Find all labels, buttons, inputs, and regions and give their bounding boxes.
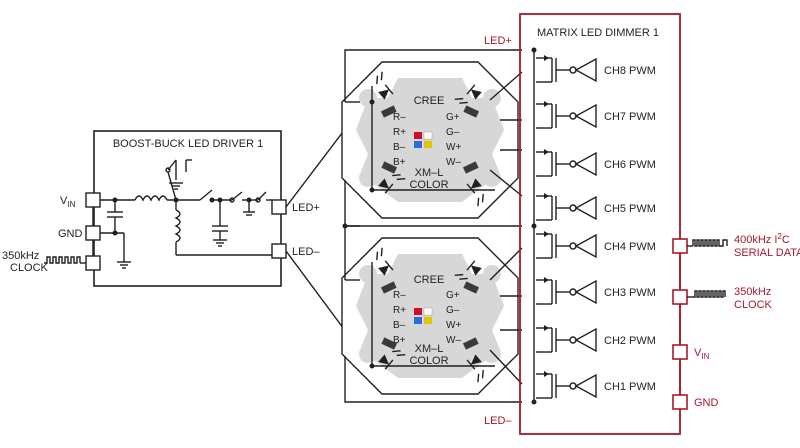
led1-brand: CREE [414,95,445,107]
dimmer-vin-label: VIN [694,347,710,361]
gnd-label: GND [58,228,83,240]
ch3-label: CH3 PWM [604,287,656,299]
led2-pin-b-plus: B+ [393,335,406,346]
serial-data-pin[interactable] [672,238,688,254]
dimmer-clock-waveform [687,290,726,298]
led1-model-top: XM–L [415,167,444,179]
led1-pin-b-plus: B+ [393,157,406,168]
dimmer-clock-pin[interactable] [672,289,688,305]
ch4-label: CH4 PWM [604,241,656,253]
driver-led-plus-label: LED+ [292,202,320,214]
led2-model-bottom: COLOR [409,355,448,367]
led2-pin-w-minus: W– [446,335,461,346]
channel-ch2 [535,324,597,353]
dimmer-gnd-pin[interactable] [672,394,688,410]
led1-model-bottom: COLOR [409,179,448,191]
dimmer-led-plus-label: LED+ [484,35,512,47]
led1-pin-g-minus: G– [446,127,460,138]
driver-internal-circuit [100,159,272,269]
led2-pin-w-plus: W+ [446,320,461,331]
dimmer-led-minus-label: LED– [484,415,512,427]
ch2-label: CH2 PWM [604,335,656,347]
channel-ch4 [535,230,597,259]
dimmer-clock-label-bottom: CLOCK [734,299,773,311]
driver-led-minus-pin[interactable] [271,243,287,259]
clock-waveform-left [44,256,86,264]
ch5-label: CH5 PWM [604,203,656,215]
channel-ch8 [535,54,597,83]
vin-pin[interactable] [85,192,101,208]
led1-pin-w-minus: W– [446,157,461,168]
dimmer-box [519,13,681,435]
channel-ch7 [535,100,597,129]
vin-label: VIN [60,195,76,209]
serial-data-label-bottom: SERIAL DATA [734,247,800,259]
channel-stack-rails [531,47,537,405]
ch6-label: CH6 PWM [604,159,656,171]
led1-pin-r-minus: R– [393,112,406,123]
driver-title: BOOST-BUCK LED DRIVER 1 [113,138,263,150]
led-string-wiring [342,49,523,403]
gnd-pin[interactable] [85,225,101,241]
led1-pin-w-plus: W+ [446,142,461,153]
ch7-label: CH7 PWM [604,111,656,123]
led-star-2 [341,237,519,395]
clock-pin[interactable] [85,255,101,271]
channel-ch6 [535,148,597,177]
led2-pin-g-plus: G+ [446,290,460,301]
led2-pin-b-minus: B– [393,320,406,331]
led2-model-top: XM–L [415,343,444,355]
ch8-label: CH8 PWM [604,65,656,77]
channel-ch3 [535,276,597,305]
clock-label-bottom: CLOCK [10,262,49,274]
driver-box [93,130,282,287]
led1-pin-r-plus: R+ [393,127,406,138]
led2-pin-r-minus: R– [393,290,406,301]
led2-pin-g-minus: G– [446,305,460,316]
ch1-label: CH1 PWM [604,381,656,393]
led2-brand: CREE [414,274,445,286]
serial-data-label-top: 400kHz I2C [734,232,790,246]
channel-ch1 [535,370,597,399]
led2-pin-r-plus: R+ [393,305,406,316]
dimmer-gnd-label: GND [694,397,719,409]
dimmer-clock-label-top: 350kHz [734,286,771,298]
driver-led-minus-label: LED– [292,246,320,258]
clock-label-top: 350kHz [2,250,39,262]
driver-led-plus-pin[interactable] [271,199,287,215]
dimmer-vin-pin[interactable] [672,344,688,360]
serial-data-waveform [687,239,728,247]
led1-pin-g-plus: G+ [446,112,460,123]
led-star-1 [341,61,519,219]
dimmer-title: MATRIX LED DIMMER 1 [537,27,659,39]
led1-pin-b-minus: B– [393,142,406,153]
channel-ch5 [535,192,597,221]
